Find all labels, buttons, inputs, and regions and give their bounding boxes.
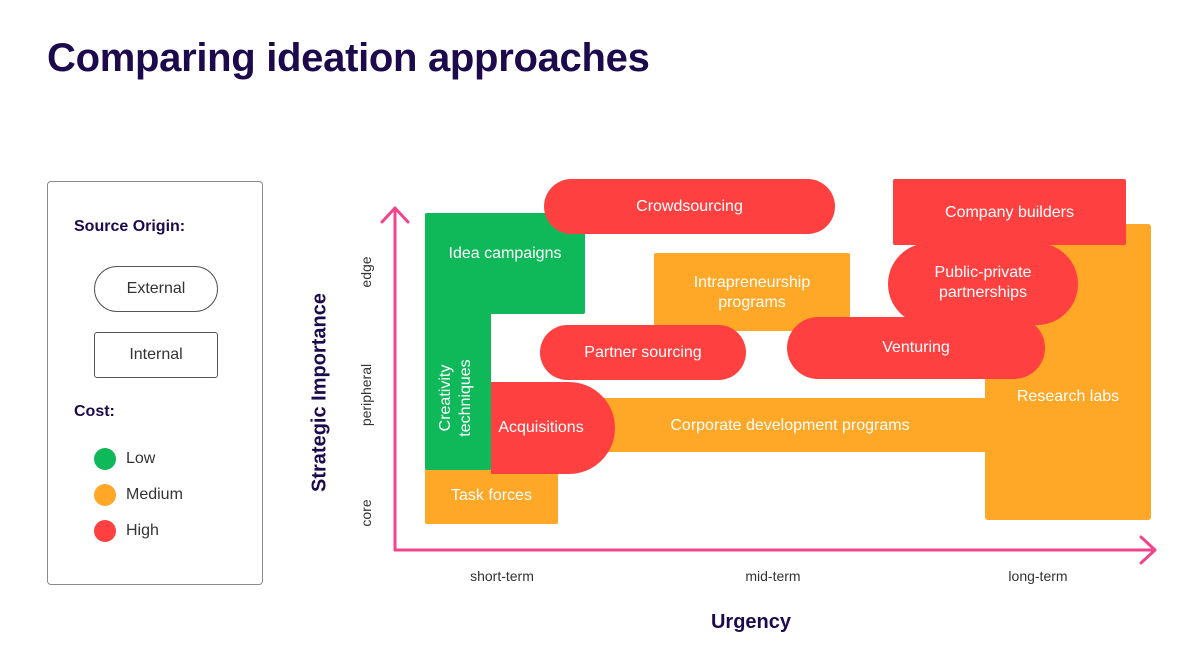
x-tick-long-term: long-term [1008,568,1068,584]
legend-cost-low-label: Low [126,450,156,467]
medium-dot-icon [94,484,116,506]
y-tick-core: core [358,499,374,527]
high-dot-icon [94,520,116,542]
public-private-label: Public-private partnerships [934,264,1032,301]
venturing-label: Venturing [882,339,950,356]
y-axis-title: Strategic Importance [308,293,331,492]
legend-cost-medium: Medium [94,484,183,506]
intrapreneurship-label: Intrapreneurship programs [693,274,811,311]
low-dot-icon [94,448,116,470]
legend-cost-high-label: High [126,522,159,539]
public-private-shape [888,243,1078,325]
creativity-techniques-shape [425,300,491,470]
corporate-dev-shape [560,398,1000,452]
legend-cost-medium-label: Medium [126,486,183,503]
task-forces-shape [425,467,558,524]
creativity-techniques-label: Creativity techniques [437,359,474,437]
x-axis-title: Urgency [710,611,792,633]
legend-external: External [94,266,218,312]
idea-campaigns-label: Idea campaigns [448,245,562,262]
corporate-dev-label: Corporate development programs [670,417,910,434]
legend-cost-high: High [94,520,159,542]
legend-internal: Internal [94,332,218,378]
partner-sourcing-shape [540,325,746,380]
x-tick-mid-term: mid-term [745,568,801,584]
x-tick-short-term: short-term [470,568,534,584]
research-labs-label: Research labs [1016,388,1120,405]
legend-cost-heading: Cost: [74,403,115,420]
acquisitions-shape [491,382,615,474]
acquisitions-label: Acquisitions [498,419,584,436]
y-tick-edge: edge [358,256,374,288]
crowdsourcing-label: Crowdsourcing [636,198,743,215]
partner-sourcing-label: Partner sourcing [584,344,702,361]
legend-source-heading: Source Origin: [74,218,186,235]
y-tick-peripheral: peripheral [358,363,374,427]
y-axis-arrow-icon [380,206,410,224]
legend-panel: Source Origin: External Internal Cost: L… [47,181,263,585]
x-axis-arrow-icon [1139,535,1157,565]
page-title: Comparing ideation approaches [47,36,650,80]
legend-cost-low: Low [94,448,155,470]
task-forces-label: Task forces [451,487,532,504]
company-builders-label: Company builders [945,204,1074,221]
crowdsourcing-shape [544,179,835,234]
venturing-shape [787,317,1045,379]
company-builders-shape [893,179,1126,245]
